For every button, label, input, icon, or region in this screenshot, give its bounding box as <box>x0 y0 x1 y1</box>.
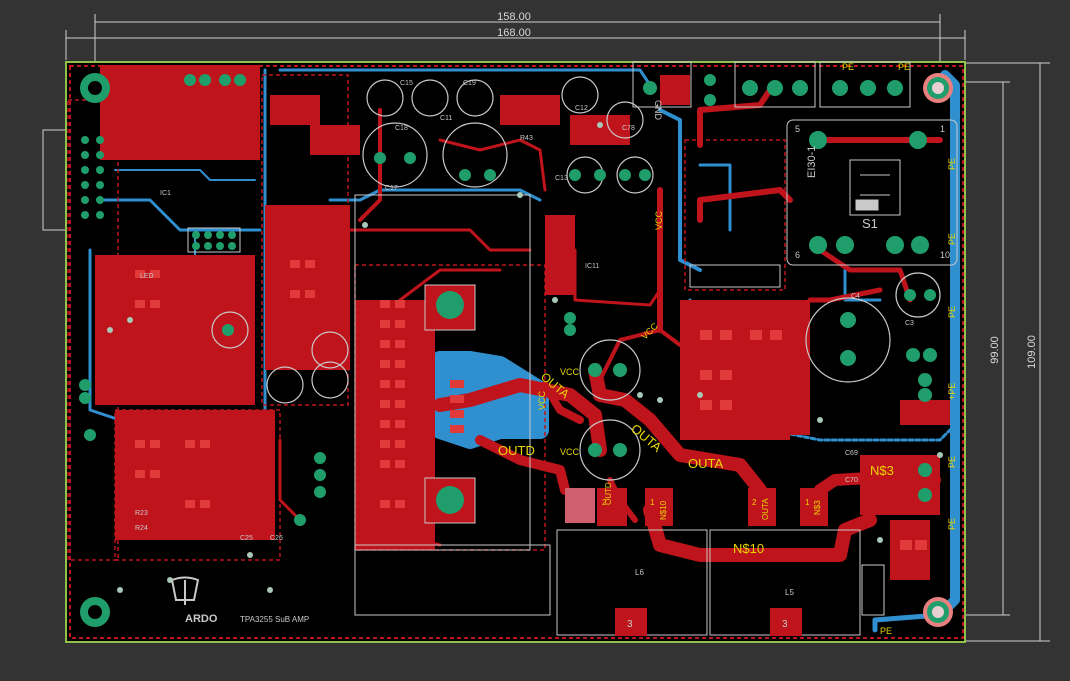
xfmr-pin-10: 10 <box>940 250 950 260</box>
mounting-holes <box>80 73 953 627</box>
net-label-ns3: N$3 <box>870 463 894 478</box>
conn4-pin: 1 <box>805 498 810 507</box>
left-edge-pads <box>81 136 104 219</box>
refdes-c11: C11 <box>440 115 452 122</box>
header-connector <box>187 227 241 253</box>
capacitor-outlines <box>211 76 941 481</box>
dimension-lines <box>65 14 1050 642</box>
refdes-r23: R23 <box>135 510 148 517</box>
dim-top-outer: 168.00 <box>497 27 531 39</box>
dim-top-inner: 158.00 <box>497 11 531 23</box>
pe-label-6: PE <box>947 306 957 318</box>
pad-number-1: 3 <box>627 619 633 630</box>
gnd-label: GND <box>653 100 663 121</box>
conn2-pin: 1 <box>650 498 655 507</box>
xfmr-pin-1: 1 <box>940 124 945 134</box>
vcc-label-3: VCC <box>560 367 580 377</box>
pe-label-8: PE <box>947 518 957 530</box>
relay-label: S1 <box>862 216 878 231</box>
pe-label-1: PE <box>842 62 854 72</box>
net-label-ns10: N$10 <box>733 541 764 556</box>
pe-label-2: PE <box>898 62 910 72</box>
vcc-label-4: VCC <box>560 447 580 457</box>
inductor-label-l5: L5 <box>785 588 794 597</box>
conn1-pin: 2 <box>602 498 607 507</box>
vias <box>107 122 943 593</box>
pe-label-4: PE <box>947 233 957 245</box>
conn2-name: N$10 <box>659 500 668 520</box>
top-copper-traces <box>129 87 943 562</box>
refdes-c4: C4 <box>851 293 860 300</box>
refdes-led: LED <box>140 273 154 280</box>
dim-right-outer: 109.00 <box>1026 335 1038 369</box>
xfmr-pin-5: 5 <box>795 124 800 134</box>
through-hole-pads <box>79 74 937 526</box>
thermal-pads <box>424 284 595 524</box>
net-label-outd: OUTD <box>498 443 535 458</box>
conn3-pin: 2 <box>752 498 757 507</box>
board-keepout <box>69 65 964 639</box>
refdes-c13: C13 <box>555 175 568 182</box>
xfmr-pin-6: 6 <box>795 250 800 260</box>
transformer-block <box>849 159 901 216</box>
inductor-label-l6: L6 <box>635 568 644 577</box>
conn1-name: OUTD <box>604 482 613 505</box>
refdes-c18: C18 <box>395 125 408 132</box>
pad-number-2: 3 <box>782 619 788 630</box>
vcc-label-1: VCC <box>654 210 664 230</box>
refdes-r24: R24 <box>135 525 148 532</box>
refdes-c17: C17 <box>385 185 398 192</box>
pe-label-3: PE <box>947 158 957 170</box>
refdes-c78: C78 <box>622 125 635 132</box>
refdes-c12: C12 <box>575 105 588 112</box>
refdes-r43: R43 <box>520 135 533 142</box>
logo-text: ARDO <box>185 613 218 625</box>
refdes-c70: C70 <box>845 477 858 484</box>
refdes-c69: C69 <box>845 450 858 457</box>
refdes-c19: C19 <box>463 80 476 87</box>
pe-label-5: +PE <box>947 383 957 400</box>
conn3-name: OUTA <box>761 498 770 520</box>
refdes-c15: C15 <box>400 80 413 87</box>
vcc-label-5: VCC <box>537 390 547 410</box>
transformer-label: EI30-1 <box>806 146 818 178</box>
refdes-c26: C26 <box>270 535 283 542</box>
dim-right-inner: 99.00 <box>989 336 1001 364</box>
logo-icon <box>170 576 200 605</box>
smd-pads <box>135 260 927 550</box>
pe-label-7: PE <box>947 456 957 468</box>
net-label-outb: OUTA <box>688 456 723 471</box>
refdes-c3: C3 <box>905 320 914 327</box>
refdes-ic11: IC11 <box>585 263 599 270</box>
refdes-ic1: IC1 <box>160 190 171 197</box>
board-name: TPA3255 SuB AMP <box>240 615 309 624</box>
conn4-name: N$3 <box>813 500 822 515</box>
pe-label-9: PE <box>880 626 892 636</box>
output-pads <box>597 75 828 636</box>
refdes-c25: C25 <box>240 535 253 542</box>
